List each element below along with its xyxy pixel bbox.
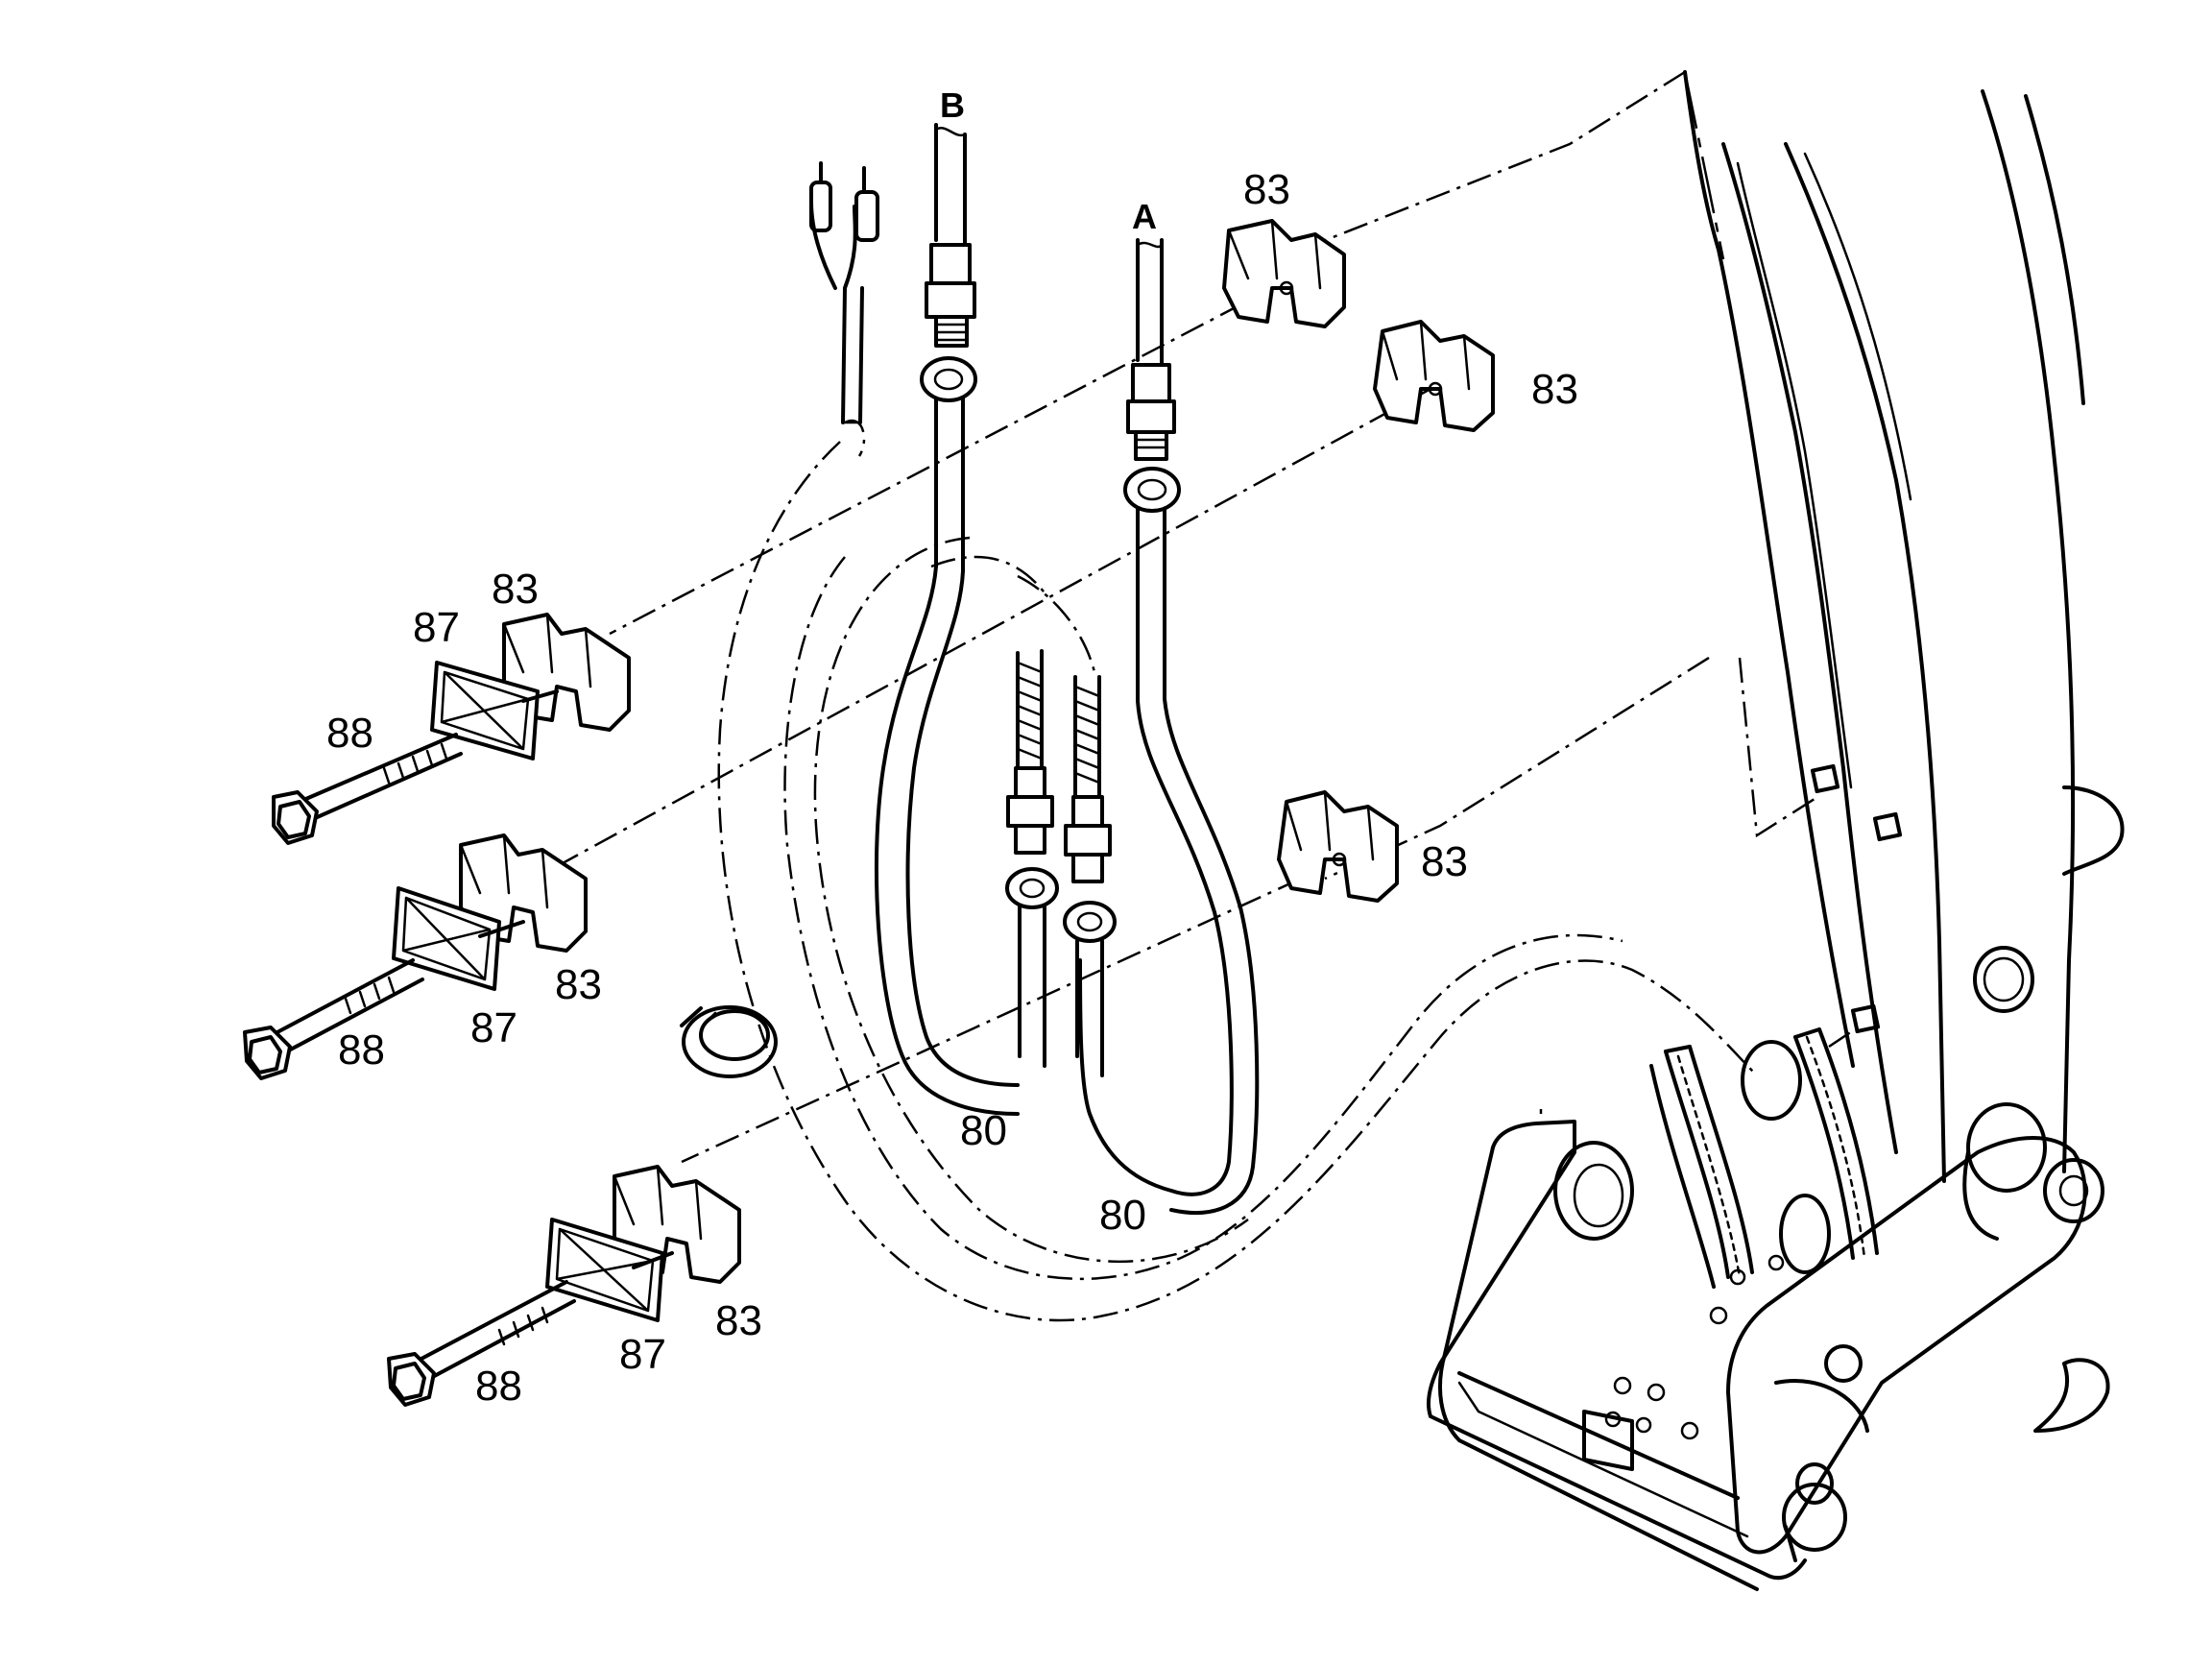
callout-87-left-1: 87 [413, 604, 460, 651]
clamp-set-1 [272, 613, 631, 845]
electrical-lead [809, 161, 879, 424]
clamp-set-2 [243, 833, 588, 1080]
clamp-set-3 [387, 1165, 741, 1407]
callout-80-left: 80 [960, 1107, 1007, 1154]
tube-port-a [1078, 238, 1260, 1215]
clamp-half-upper-right [1373, 320, 1495, 432]
callout-87-left-2: 87 [470, 1004, 517, 1051]
callout-87-left-3: 87 [619, 1331, 666, 1378]
callout-83-left-1: 83 [492, 566, 539, 613]
clamp-half-mid-right [1277, 790, 1399, 903]
callout-83-upper-right: 83 [1531, 366, 1578, 413]
callout-88-left-1: 88 [326, 710, 373, 757]
callout-port-b: B [940, 85, 965, 125]
mid-hose-fittings [1005, 649, 1117, 1077]
callout-88-left-2: 88 [338, 1026, 385, 1074]
hose-routing-phantom [717, 419, 1758, 1322]
hose-clamp-ring [680, 1005, 778, 1078]
callout-83-mid-right: 83 [1421, 838, 1468, 885]
boom-arm [1683, 70, 2125, 1183]
callout-80-right: 80 [1099, 1192, 1146, 1239]
callout-83-left-3: 83 [715, 1297, 762, 1344]
coupler-bracket [1427, 1040, 2110, 1591]
callout-83-top: 83 [1243, 166, 1290, 213]
clamp-half-top-right [1222, 219, 1346, 328]
assembly-leader-lines [551, 70, 1710, 1164]
tube-port-b [874, 123, 1020, 1116]
coupler-hoses [1649, 1027, 1879, 1289]
callout-88-left-3: 88 [475, 1363, 522, 1410]
callout-labels: B A 83 83 83 87 88 83 83 87 88 80 80 83 … [326, 85, 1578, 1410]
callout-83-left-2: 83 [555, 961, 602, 1008]
callout-port-a: A [1132, 197, 1157, 236]
